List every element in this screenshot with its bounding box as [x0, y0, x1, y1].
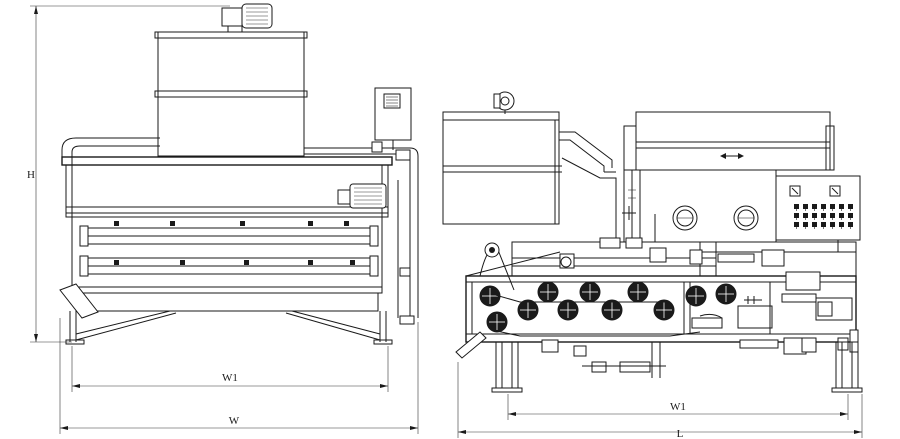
cabinet-button-icon	[848, 213, 853, 218]
front-view: H	[27, 3, 419, 434]
tank-motor	[221, 3, 273, 33]
height-dimension: H	[27, 5, 230, 343]
mixing-tank-front	[154, 31, 308, 157]
cabinet-button-icon	[830, 204, 835, 209]
press-housing	[622, 169, 777, 243]
cabinet-button-grid	[794, 204, 853, 229]
cabinet-button-icon	[812, 213, 817, 218]
mixing-tank-side	[442, 111, 562, 225]
dim-label-h: H	[27, 169, 35, 181]
cabinet-button-icon	[794, 213, 799, 218]
front-legs	[65, 310, 393, 345]
cabinet-button-icon	[812, 222, 817, 227]
side-tank-motor	[493, 91, 515, 114]
control-box-front	[374, 87, 412, 150]
press-hood	[623, 111, 835, 171]
cabinet-button-icon	[794, 204, 799, 209]
cabinet-button-icon	[803, 222, 808, 227]
dimension-w1-front: W1	[71, 346, 389, 392]
tension-cylinders	[541, 237, 859, 373]
cabinet-button-icon	[848, 204, 853, 209]
dim-label-w: W	[229, 415, 240, 427]
cabinet-button-icon	[812, 204, 817, 209]
dimension-w: W	[59, 318, 419, 434]
dimension-l: L	[457, 362, 863, 439]
cabinet-button-icon	[830, 213, 835, 218]
cabinet-button-icon	[821, 213, 826, 218]
cabinet-button-icon	[794, 222, 799, 227]
cabinet-button-icon	[839, 204, 844, 209]
control-cabinet-side	[775, 175, 861, 241]
front-body	[59, 156, 415, 325]
cabinet-button-icon	[839, 222, 844, 227]
dim-label-w1-side: W1	[670, 401, 686, 413]
dimension-w1-side: W1	[507, 394, 849, 420]
side-legs	[491, 341, 863, 393]
cabinet-button-icon	[803, 213, 808, 218]
side-view: W1 L	[442, 91, 863, 439]
cabinet-button-icon	[848, 222, 853, 227]
cabinet-button-icon	[803, 204, 808, 209]
feed-chute	[559, 131, 617, 240]
cabinet-button-icon	[830, 222, 835, 227]
cabinet-button-icon	[839, 213, 844, 218]
dim-label-l: L	[677, 428, 684, 439]
cabinet-button-icon	[821, 204, 826, 209]
cabinet-button-icon	[821, 222, 826, 227]
press-rollers	[479, 281, 737, 333]
dim-label-w1-front: W1	[222, 372, 238, 384]
